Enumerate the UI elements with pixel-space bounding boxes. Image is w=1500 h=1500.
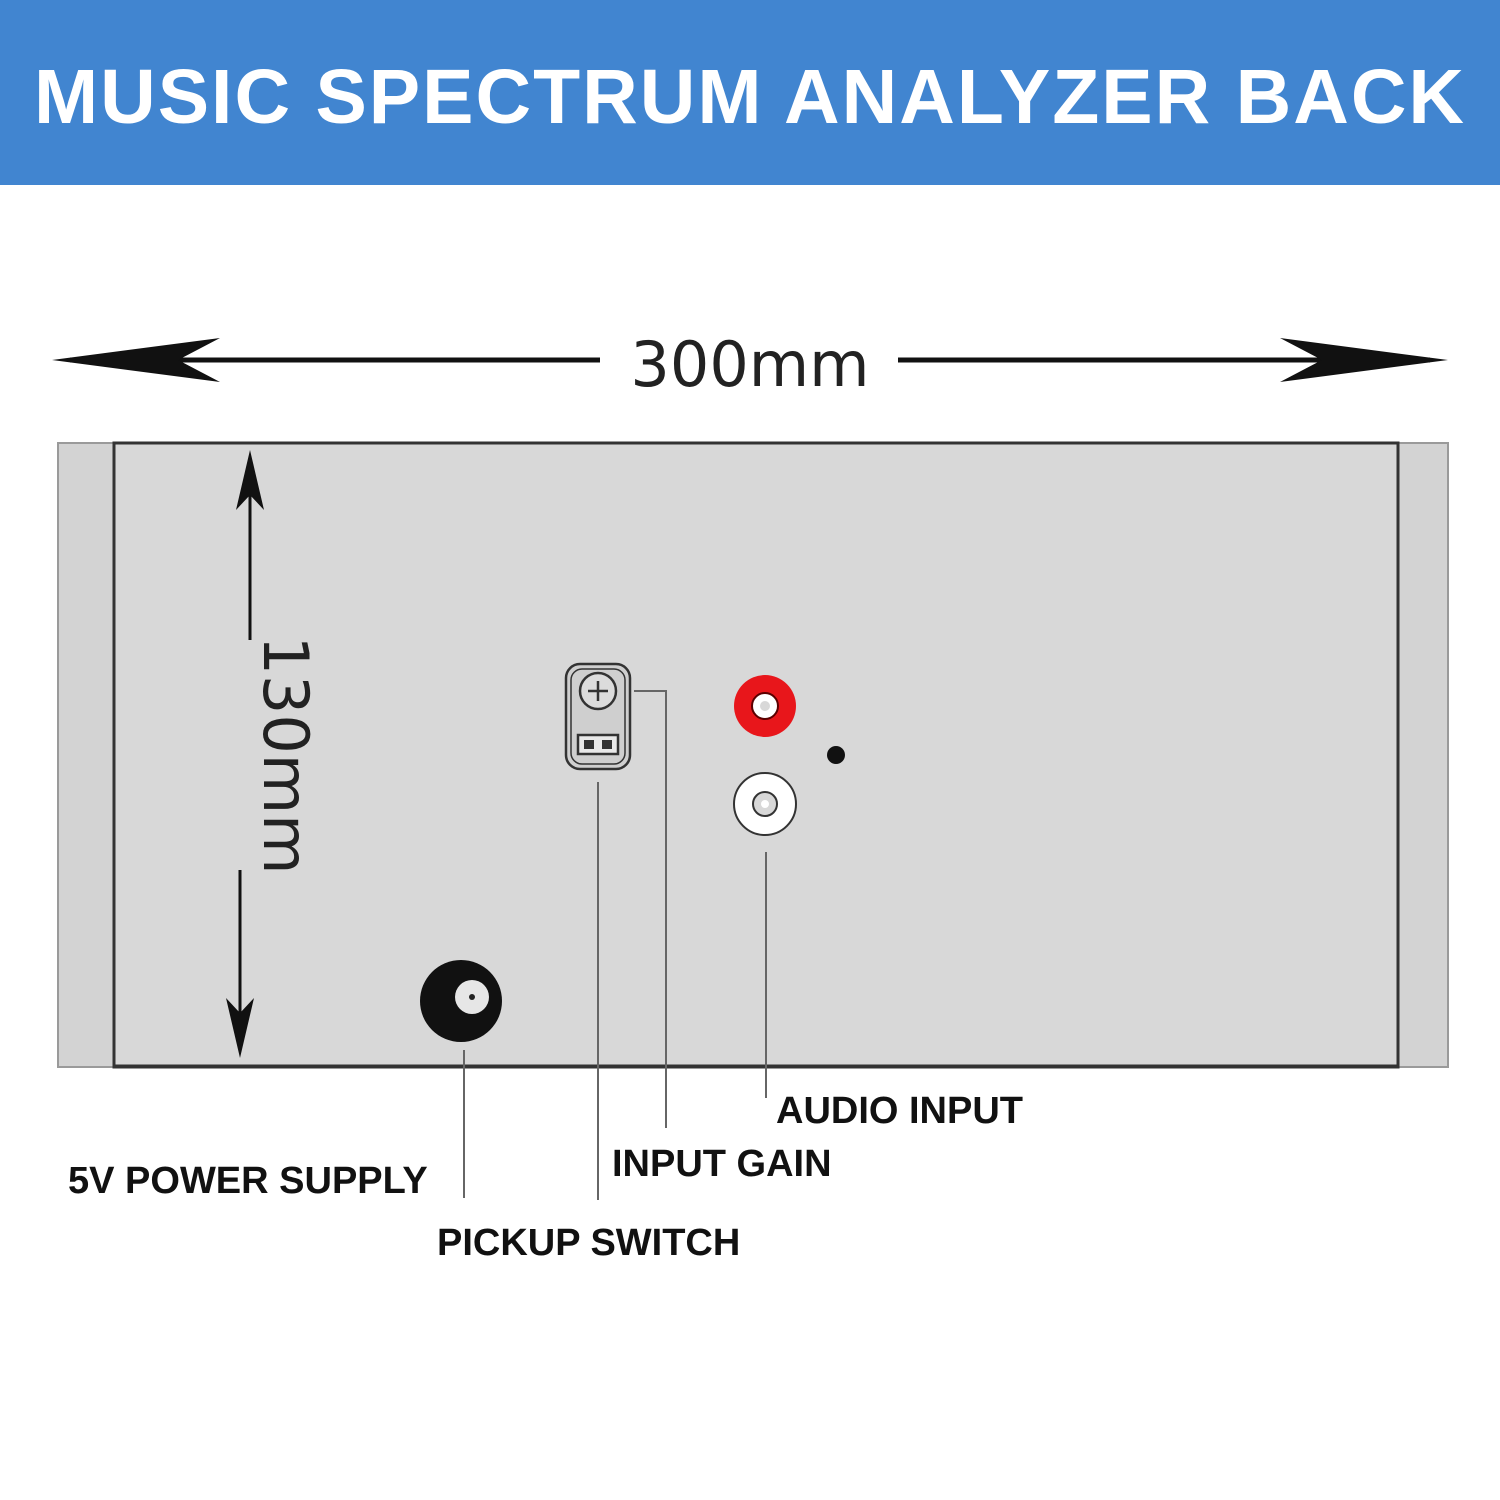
audio-input-label: AUDIO INPUT <box>776 1090 1023 1132</box>
rca-jack-white-icon[interactable] <box>733 772 797 836</box>
height-dimension: 130mm <box>226 450 322 1058</box>
page-title: MUSIC SPECTRUM ANALYZER BACK <box>33 54 1467 140</box>
height-label: 130mm <box>249 635 322 874</box>
right-arrow-icon <box>1280 338 1448 382</box>
width-label: 300mm <box>630 328 869 401</box>
down-arrow-icon <box>226 998 254 1058</box>
leader-lines <box>463 690 767 1200</box>
title-banner: MUSIC SPECTRUM ANALYZER BACK <box>0 0 1500 185</box>
panel <box>57 441 1449 1069</box>
left-arrow-icon <box>52 338 220 382</box>
gain-knob-icon[interactable] <box>578 671 618 711</box>
indicator-dot-icon <box>827 746 845 764</box>
pickup-switch-label: PICKUP SWITCH <box>437 1222 740 1264</box>
gain-leader-line <box>634 690 667 1128</box>
dc-power-jack-icon[interactable] <box>420 960 502 1042</box>
slide-switch-icon[interactable] <box>576 733 620 756</box>
up-arrow-icon <box>236 450 264 510</box>
power-supply-label: 5V POWER SUPPLY <box>68 1160 428 1202</box>
input-gain-label: INPUT GAIN <box>612 1143 832 1185</box>
width-dimension: 300mm <box>52 328 1448 401</box>
switch-gain-module <box>564 662 632 771</box>
panel-face <box>112 441 1400 1069</box>
rca-jack-icon[interactable] <box>734 675 796 737</box>
